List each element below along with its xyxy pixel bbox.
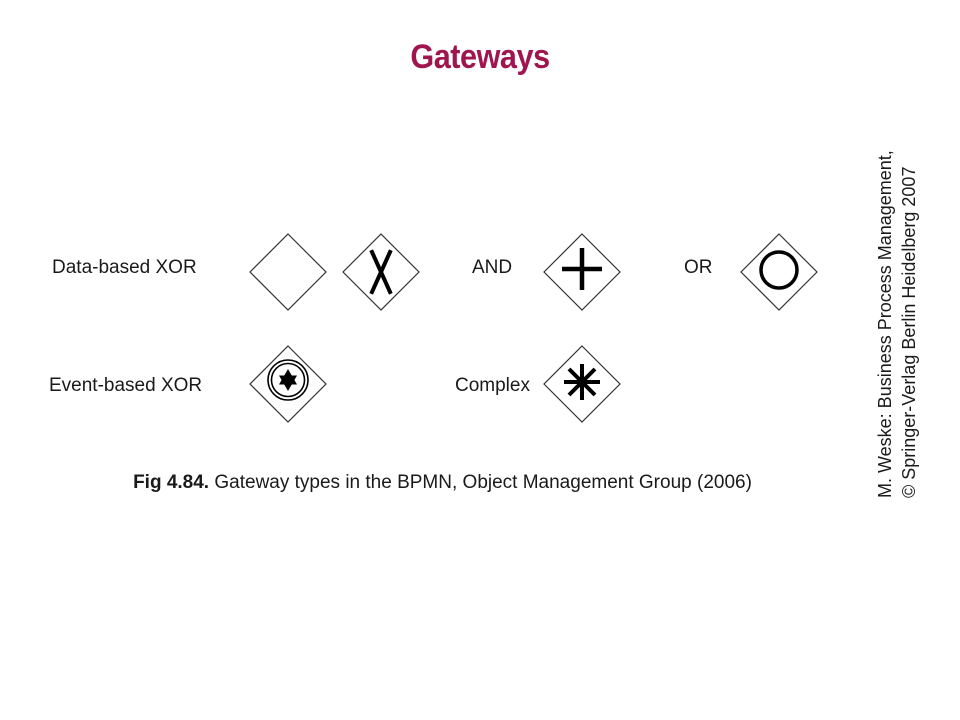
credit-line-2: © Springer-Verlag Berlin Heidelberg 2007 [899, 166, 919, 498]
diamond-icon [249, 233, 327, 311]
page-title: Gateways [410, 38, 550, 76]
gateway-and [542, 232, 622, 312]
gateway-data-based-xor-marked [341, 232, 421, 312]
figure-caption-text: Gateway types in the BPMN, Object Manage… [214, 472, 752, 493]
plus-marker-icon [543, 233, 621, 311]
star-of-david-marker-icon [249, 345, 327, 423]
figure-number: Fig 4.84. [133, 472, 210, 493]
copyright-credit: M. Weske: Business Process Management, ©… [873, 150, 921, 498]
label-or: OR [684, 257, 713, 278]
label-complex: Complex [455, 375, 530, 396]
label-data-based-xor: Data-based XOR [52, 257, 197, 278]
gateway-event-based-xor [248, 344, 328, 424]
label-and: AND [472, 257, 513, 278]
credit-line-1: M. Weske: Business Process Management, [875, 150, 895, 498]
gateway-or [739, 232, 819, 312]
gateway-complex [542, 344, 622, 424]
figure-caption: Fig 4.84. Gateway types in the BPMN, Obj… [0, 472, 885, 494]
label-event-based-xor: Event-based XOR [49, 375, 203, 396]
xor-x-marker-icon [342, 233, 420, 311]
circle-marker-icon [740, 233, 818, 311]
gateway-data-based-xor-unmarked [248, 232, 328, 312]
asterisk-marker-icon [543, 345, 621, 423]
